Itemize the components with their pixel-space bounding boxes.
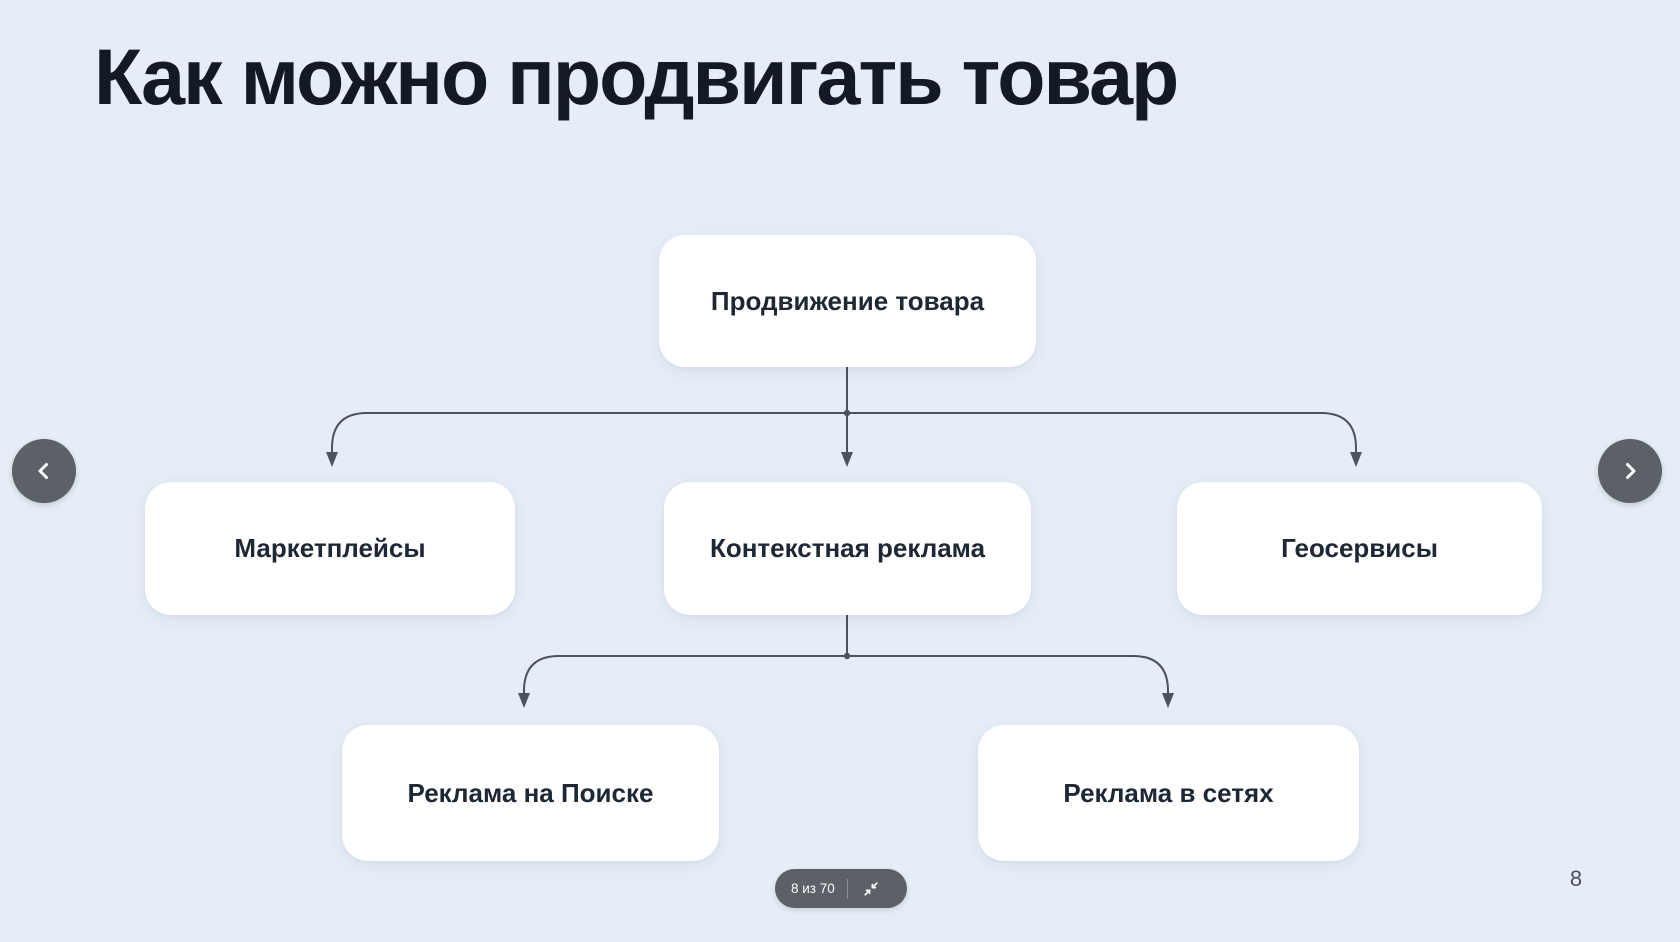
node-label: Контекстная реклама [709,533,986,563]
collapse-button[interactable] [848,869,895,908]
node-product-promotion: Продвижение товара [659,235,1036,367]
node-label: Маркетплейсы [234,533,426,563]
node-label: Реклама в сетях [1063,777,1274,808]
node-marketplaces: Маркетплейсы [145,482,515,615]
prev-slide-button[interactable] [12,439,76,503]
node-search-ads: Реклама на Поиске [342,725,719,861]
collapse-icon [864,881,879,896]
slide-counter-pill: 8 из 70 [775,869,907,908]
page-number: 8 [1569,866,1583,891]
node-label: Геосервисы [1281,533,1438,563]
node-network-ads: Реклама в сетях [978,725,1359,861]
chevron-left-icon [38,463,48,479]
slide-counter-label: 8 из 70 [791,881,835,896]
next-slide-button[interactable] [1598,439,1662,503]
node-contextual-ads: Контекстная реклама [664,482,1031,615]
node-label: Реклама на Поиске [407,777,654,808]
chevron-right-icon [1626,463,1636,479]
slide-title: Как можно продвигать товар [94,32,1179,121]
node-label: Продвижение товара [710,285,985,316]
node-geoservices: Геосервисы [1177,482,1542,615]
pill-divider [846,878,848,899]
